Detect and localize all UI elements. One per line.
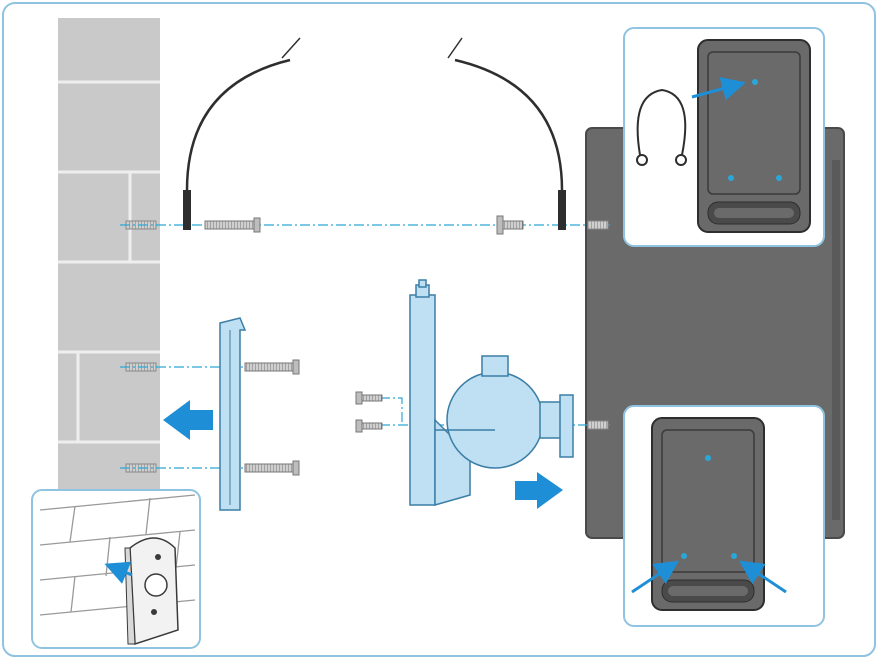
callout-tv-back-bottom bbox=[623, 405, 825, 627]
tv-insert-top bbox=[587, 220, 609, 230]
arrow-right-icon bbox=[515, 472, 563, 509]
callout-wall-plate-detail bbox=[31, 489, 201, 649]
wall-plate bbox=[219, 317, 247, 511]
center-line-screws bbox=[380, 397, 403, 425]
screw-wall-top bbox=[204, 217, 261, 233]
callout-tv-back-top bbox=[623, 27, 825, 247]
swivel-mount bbox=[409, 279, 574, 506]
screw-plate-lower bbox=[244, 460, 300, 476]
screw-mount-upper bbox=[355, 391, 383, 405]
safety-wire bbox=[183, 37, 566, 230]
tv-insert-mid bbox=[587, 420, 609, 430]
screw-tv-top bbox=[496, 215, 524, 235]
screw-plate-upper bbox=[244, 359, 300, 375]
arrow-left-icon bbox=[163, 400, 213, 440]
screw-mount-lower bbox=[355, 419, 383, 433]
